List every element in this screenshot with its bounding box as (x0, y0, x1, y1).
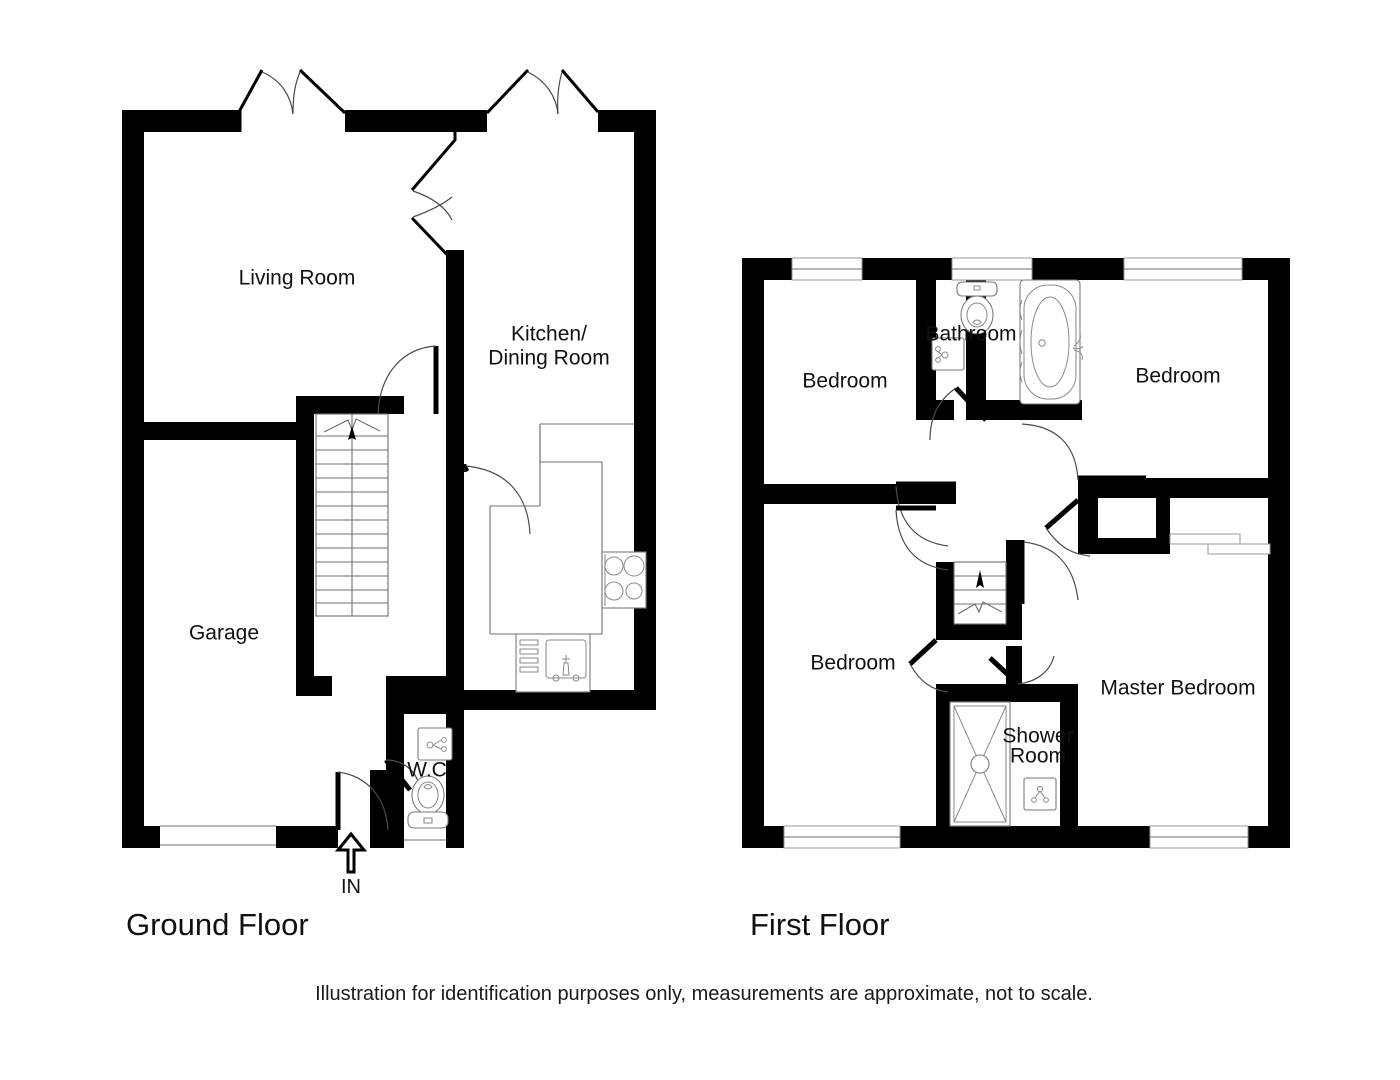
kitchen-fixtures (489, 423, 647, 693)
wc-fixtures (404, 727, 453, 841)
room-label-living-room: Living Room (239, 267, 356, 290)
bathroom-fixtures (931, 279, 1084, 405)
disclaimer-text: Illustration for identification purposes… (315, 983, 1093, 1005)
wc-toilet-icon (407, 775, 449, 829)
room-label-master-bedroom: Master Bedroom (1100, 677, 1255, 700)
room-label-bedroom-front-left: Bedroom (802, 370, 887, 393)
ground-floor-doors (335, 345, 531, 831)
room-label-wc: W.C (407, 759, 447, 782)
room-label-shower-line1: Shower (1002, 725, 1073, 748)
staircase-up-ground (315, 413, 389, 617)
in-label: IN (341, 876, 361, 898)
bathroom-toilet-icon (956, 281, 998, 335)
ground-floor-title: Ground Floor (126, 907, 309, 942)
wc-basin-icon (417, 727, 453, 761)
room-label-bedroom-front-right: Bedroom (1135, 365, 1220, 388)
bathroom-basin-icon (931, 337, 965, 371)
ground-floor-angled-partition (410, 132, 458, 266)
shower-basin-icon (1023, 777, 1057, 811)
bathtub-icon (1019, 279, 1084, 405)
room-label-bathroom: Bathroom (925, 323, 1016, 346)
first-floor-doors (895, 386, 1146, 693)
first-floor-title: First Floor (750, 907, 890, 942)
room-label-bedroom-rear-left: Bedroom (810, 652, 895, 675)
hob-icon (601, 551, 647, 609)
first-floor-plan: Bedroom Bathroom Bedroom Bedroom Master … (742, 257, 1290, 942)
room-label-kitchen-line1: Kitchen/ (511, 323, 587, 346)
first-floor-windows (783, 257, 1249, 849)
first-floor-walls (742, 258, 1290, 848)
shower-room-fixtures (949, 701, 1057, 827)
ground-floor-walls (122, 110, 656, 848)
ground-floor-plan: IN Living Room Kitchen/ Dining Room Gara… (122, 68, 656, 942)
airing-cupboard-detail (1169, 533, 1271, 555)
ground-floor-bay-windows (238, 68, 600, 132)
room-label-kitchen-line2: Dining Room (488, 347, 609, 370)
room-label-garage: Garage (189, 622, 259, 645)
shower-tray-icon (949, 701, 1011, 827)
room-label-shower-line2: Room (1010, 745, 1066, 768)
staircase-down-first (953, 561, 1007, 625)
sink-icon (515, 633, 591, 693)
entrance-in-marker (334, 831, 368, 874)
